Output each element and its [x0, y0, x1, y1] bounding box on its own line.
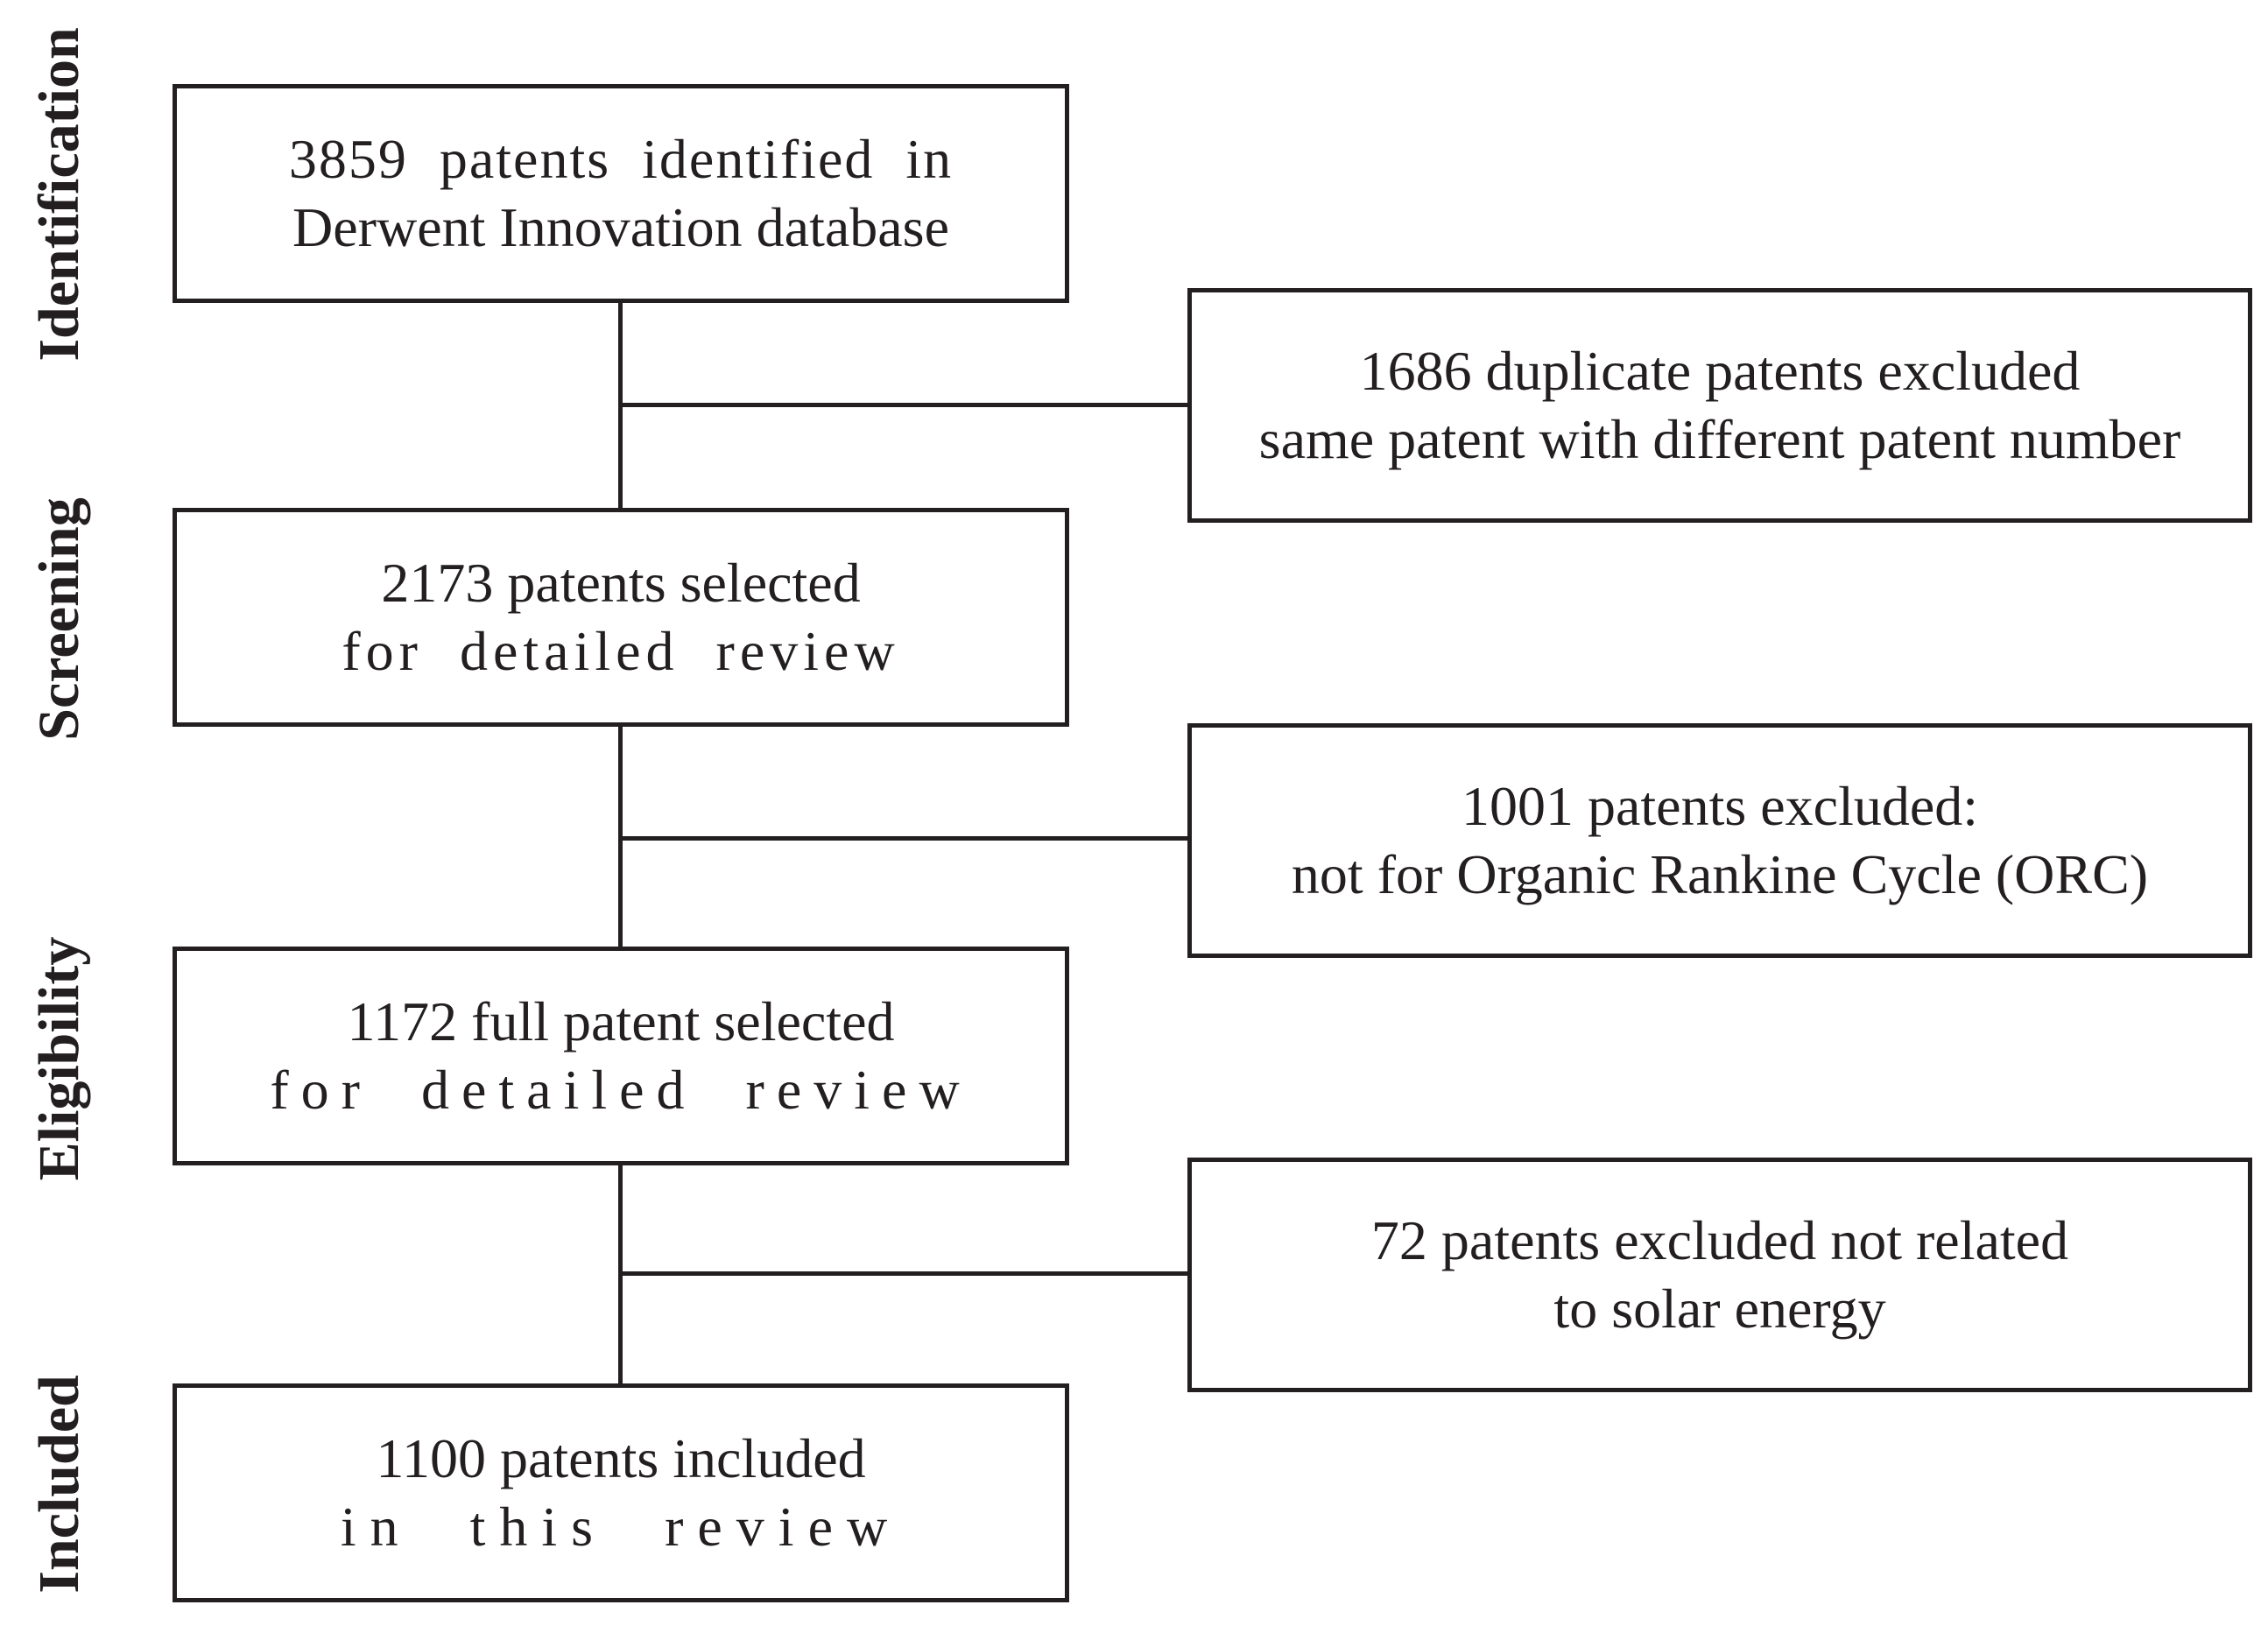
screened-line2: for detailed review: [342, 620, 900, 682]
not-solar-line2: to solar energy: [1553, 1278, 1886, 1340]
stage-label-included: Included: [27, 1375, 91, 1594]
not-solar-line1: 72 patents excluded not related: [1370, 1209, 2069, 1271]
not-orc-line1: 1001 patents excluded:: [1461, 775, 1979, 837]
duplicates-line1: 1686 duplicate patents excluded: [1359, 340, 2081, 402]
stage-label-eligibility: Eligibility: [27, 936, 91, 1181]
stage-label-identification: Identification: [27, 27, 91, 362]
not-orc-line2: not for Organic Rankine Cycle (ORC): [1291, 843, 2149, 905]
main-flow-connector: [618, 298, 623, 1388]
screened-box: 2173 patents selected for detailed revie…: [173, 508, 1069, 727]
not-orc-excluded-box: 1001 patents excluded: not for Organic R…: [1187, 723, 2252, 958]
branch-connector-not-orc: [620, 836, 1189, 841]
included-line2: in this review: [340, 1496, 902, 1558]
included-box: 1100 patents included in this review: [173, 1383, 1069, 1602]
branch-connector-not-solar: [620, 1271, 1189, 1276]
duplicates-line2: same patent with different patent number: [1258, 408, 2181, 470]
identified-line2: Derwent Innovation database: [292, 196, 949, 258]
not-solar-excluded-box: 72 patents excluded not related to solar…: [1187, 1158, 2252, 1392]
eligible-box: 1172 full patent selected for detailed r…: [173, 947, 1069, 1165]
duplicates-excluded-box: 1686 duplicate patents excluded same pat…: [1187, 288, 2252, 523]
identified-line1: 3859 patents identified in: [288, 128, 954, 190]
eligible-line1: 1172 full patent selected: [347, 990, 895, 1052]
branch-connector-duplicates: [620, 403, 1189, 407]
screened-line1: 2173 patents selected: [381, 552, 861, 614]
eligible-line2: for detailed review: [270, 1059, 972, 1121]
identified-box: 3859 patents identified in Derwent Innov…: [173, 84, 1069, 303]
included-line1: 1100 patents included: [376, 1427, 866, 1489]
stage-label-screening: Screening: [27, 497, 91, 741]
